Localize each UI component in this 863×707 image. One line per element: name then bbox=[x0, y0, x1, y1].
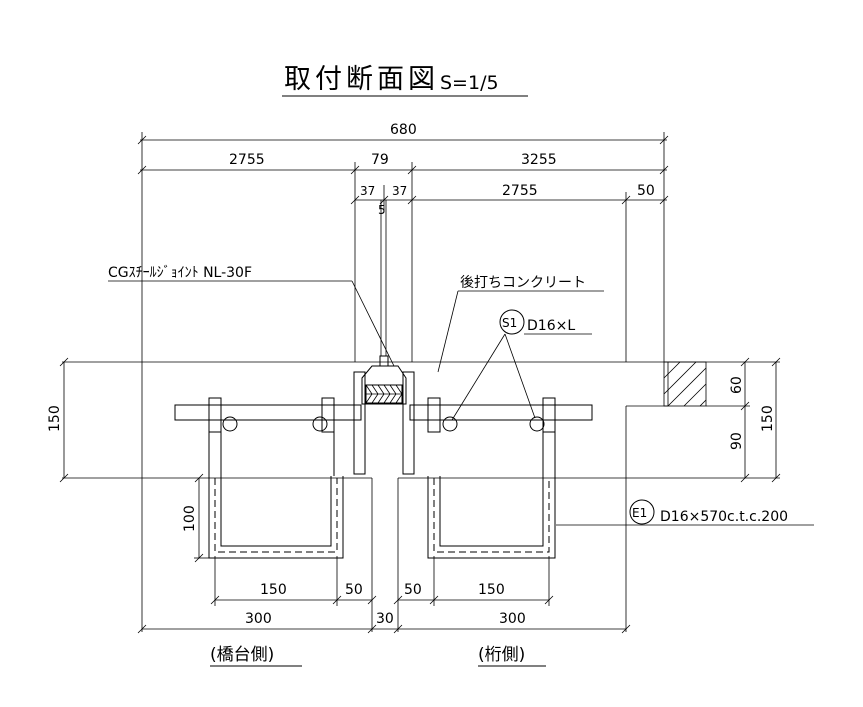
leader-concrete-diag bbox=[437, 290, 459, 373]
label-e1-spec: D16×570c.t.c.200 bbox=[660, 509, 788, 525]
title-main: 取付断面図 bbox=[284, 64, 439, 95]
dim-right-upper: 60 bbox=[729, 376, 745, 394]
dim-right-height: 150 bbox=[760, 405, 776, 432]
label-right-side: (桁側) bbox=[478, 645, 525, 665]
dim-left-gap: 50 bbox=[345, 582, 363, 598]
dim-center-half-left: 37 bbox=[360, 184, 375, 198]
leader-s1-a bbox=[451, 333, 506, 421]
right-flange-plate bbox=[409, 404, 593, 421]
dim-center-gap: 79 bbox=[371, 152, 389, 168]
label-s1-spec: D16×L bbox=[527, 318, 575, 334]
dim-right-gap: 50 bbox=[404, 582, 422, 598]
left-rebar bbox=[208, 397, 344, 559]
steel-joint bbox=[353, 200, 415, 475]
label-joint-name: CGｽﾁｰﾙｼﾞｮｲﾝﾄ NL-30F bbox=[108, 265, 252, 281]
top-dimensions bbox=[137, 132, 669, 362]
dim-right-lower: 90 bbox=[729, 432, 745, 450]
bar-depth-dimension bbox=[194, 473, 210, 563]
dim-right-inner: 2755 bbox=[502, 183, 538, 199]
dim-left-total: 300 bbox=[245, 611, 272, 627]
bottom-dimensions bbox=[137, 556, 631, 634]
title-scale: S=1/5 bbox=[440, 72, 499, 94]
dim-right-total: 300 bbox=[499, 611, 526, 627]
left-flange-plate bbox=[174, 404, 362, 421]
right-height-dimensions bbox=[626, 357, 781, 483]
leader-joint-diag bbox=[351, 280, 395, 367]
dim-center-half-right: 37 bbox=[392, 184, 407, 198]
dim-right-top: 3255 bbox=[521, 152, 557, 168]
dim-right-end: 50 bbox=[637, 183, 655, 199]
e1-circle bbox=[629, 499, 655, 525]
concrete-body bbox=[62, 361, 780, 632]
label-s1-mark: S1 bbox=[502, 316, 517, 330]
label-e1-mark: E1 bbox=[632, 506, 647, 520]
dim-bar-depth: 100 bbox=[182, 505, 198, 532]
dim-left-height: 150 bbox=[47, 405, 63, 432]
label-left-side: (橋台側) bbox=[210, 645, 274, 665]
dim-left-top: 2755 bbox=[229, 152, 265, 168]
right-rebar bbox=[427, 397, 556, 559]
dim-total-width: 680 bbox=[390, 122, 417, 138]
s1-circle bbox=[499, 309, 525, 335]
dim-left-bar-width: 150 bbox=[260, 582, 287, 598]
left-height-dimension bbox=[59, 357, 69, 483]
label-concrete: 後打ちコンクリート bbox=[460, 274, 586, 291]
leader-s1-b bbox=[504, 333, 536, 419]
dim-right-bar-width: 150 bbox=[478, 582, 505, 598]
dim-center-small: 5 bbox=[378, 203, 386, 217]
dim-center-joint: 30 bbox=[376, 611, 394, 627]
hatched-area bbox=[663, 361, 707, 407]
